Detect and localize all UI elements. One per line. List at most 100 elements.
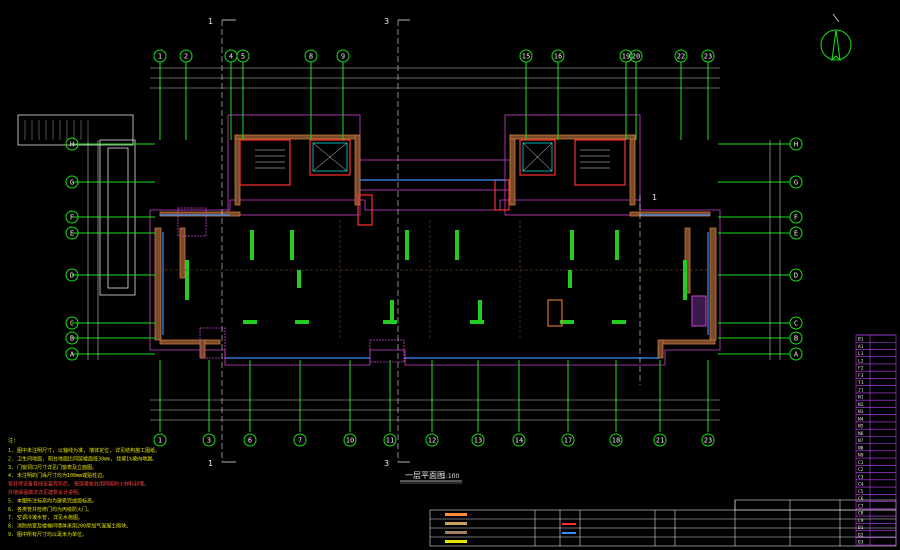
side-table-cell: N3	[858, 409, 864, 415]
note-line: 7. 空调冷凝水管, 详见水施图。	[8, 514, 83, 521]
axis-bubble-left-F-label: F	[70, 214, 74, 222]
axis-bubble-right-H: H	[789, 137, 803, 151]
dimension-strings	[87, 67, 781, 421]
section-mark-left-top: 1	[208, 17, 213, 26]
axis-bubble-right-B-label: B	[794, 335, 798, 343]
section-mark-right: 1	[652, 193, 657, 202]
axis-bubble-right-D: D	[789, 268, 803, 282]
side-schedule-table: B1A1L1L2F2F3T1J1N1N2N3N4N5N6N7N8N9C1C2C3…	[855, 334, 897, 546]
axis-grid-vertical	[159, 62, 709, 432]
side-table-cell: N5	[858, 424, 864, 430]
axis-bubble-top-5-label: 5	[241, 53, 245, 61]
note-line: 8. 消防前室及楼梯间墙体采用200厚加气混凝土砌块。	[8, 523, 131, 530]
side-table-cell: C7	[858, 503, 864, 509]
section-mark-left-bottom: 1	[208, 459, 213, 468]
axis-bubble-left-H: H	[65, 137, 79, 151]
axis-bubble-bottom-7-label: 7	[298, 437, 302, 445]
side-table-cell: N4	[858, 416, 864, 422]
axis-bubble-bottom-23-label: 23	[704, 437, 712, 445]
axis-bubble-top-16: 16	[551, 49, 565, 63]
axis-bubble-bottom-18-label: 18	[612, 437, 620, 445]
side-table-cell: J1	[858, 387, 864, 393]
axis-bubble-right-G: G	[789, 175, 803, 189]
side-table-cell: L1	[858, 351, 864, 357]
stair-cores	[239, 139, 626, 226]
note-line: 4. 未注明的门垛尺寸均为100mm或贴柱边。	[8, 472, 107, 479]
axis-bubble-right-C: C	[789, 316, 803, 330]
axis-bubble-bottom-10: 10	[343, 433, 357, 447]
side-table-cell: N1	[858, 395, 864, 401]
axis-bubble-top-15-label: 15	[522, 53, 530, 61]
axis-bubble-bottom-12-label: 12	[428, 437, 436, 445]
side-table-cell: C9	[858, 518, 864, 524]
axis-bubble-right-E: E	[789, 226, 803, 240]
axis-bubble-bottom-18: 18	[609, 433, 623, 447]
axis-bubble-left-H-label: H	[70, 141, 74, 149]
window-lines	[160, 179, 710, 359]
note-line: 1. 图中未注明尺寸, 以轴线为准, 墙体定位, 详见结构施工图纸。	[8, 447, 160, 454]
side-table-cell: C3	[858, 474, 864, 480]
drawing-title: 一层平面图 1:100	[400, 471, 462, 484]
axis-bubble-left-E: E	[65, 226, 79, 240]
side-table-cell: B1	[858, 337, 864, 343]
axis-bubble-top-22-label: 22	[677, 53, 685, 61]
axis-bubble-right-D-label: D	[794, 272, 798, 280]
axis-bubble-right-F: F	[789, 210, 803, 224]
axis-bubble-bottom-7: 7	[293, 433, 307, 447]
section-mark-mid-bottom: 3	[384, 459, 389, 468]
note-line: 外墙保温做法详见建筑设计说明。	[8, 489, 83, 496]
axis-bubble-right-A-label: A	[794, 351, 799, 359]
axis-bubble-right-C-label: C	[794, 320, 798, 328]
axis-bubble-left-D: D	[65, 268, 79, 282]
side-table-cell: F2	[858, 366, 864, 372]
structural-columns	[185, 230, 687, 324]
side-table-cell: D2	[858, 532, 864, 538]
axis-bubble-top-1-label: 1	[158, 53, 162, 61]
axis-bubble-top-8-label: 8	[309, 53, 313, 61]
axis-bubble-top-4: 4	[224, 49, 238, 63]
axis-bubble-bottom-17: 17	[561, 433, 575, 447]
walls	[154, 134, 717, 359]
axis-bubble-bottom-14: 14	[512, 433, 526, 447]
general-notes: 注: 1. 图中未注明尺寸, 以轴线为准, 墙体定位, 详见结构施工图纸。2. …	[8, 437, 160, 538]
axis-bubble-top-19: 19	[619, 49, 633, 63]
side-table-cell: C5	[858, 489, 864, 495]
axis-bubble-bottom-1: 1	[153, 433, 167, 447]
axis-bubble-top-4-label: 4	[229, 53, 233, 61]
axis-bubble-top-22: 22	[674, 49, 688, 63]
axis-bubble-bottom-21-label: 21	[656, 437, 664, 445]
side-table-cell: C4	[858, 482, 864, 488]
side-table-cell: A1	[858, 344, 864, 350]
axis-bubble-bottom-14-label: 14	[515, 437, 523, 445]
axis-bubble-left-G: G	[65, 175, 79, 189]
side-table-cell: D3	[858, 540, 864, 546]
axis-bubble-bottom-13-label: 13	[474, 437, 482, 445]
exterior-stair	[17, 114, 136, 296]
axis-bubble-left-B-label: B	[70, 335, 74, 343]
note-line: 3. 门窗洞口尺寸详见门窗表及立面图。	[8, 464, 97, 471]
drawing-title-text: 一层平面图	[405, 471, 445, 480]
axis-bubble-top-20: 20	[629, 49, 643, 63]
axis-bubble-left-A: A	[65, 347, 79, 361]
axis-bubble-bottom-6: 6	[243, 433, 257, 447]
axis-bubble-top-15: 15	[519, 49, 533, 63]
side-table-cell: C2	[858, 467, 864, 473]
side-table-cell: C8	[858, 511, 864, 517]
axis-bubble-left-C-label: C	[70, 320, 74, 328]
fixtures	[177, 207, 707, 363]
note-line: 管井待设备管线安装完毕后, 每层楼板处用同级防火材料封堵。	[8, 481, 149, 488]
axis-bubble-left-C: C	[65, 316, 79, 330]
axis-bubble-top-23-label: 23	[704, 53, 712, 61]
side-table-cell: N7	[858, 438, 864, 444]
side-table-cell: N9	[858, 453, 864, 459]
note-line: 6. 各类管井检修门均为丙级防火门。	[8, 506, 92, 513]
axis-bubble-bottom-10-label: 10	[346, 437, 354, 445]
axis-bubbles-right: H G FE D CBA	[789, 137, 803, 361]
north-arrow-icon	[820, 13, 852, 62]
axis-bubble-left-E-label: E	[70, 230, 74, 238]
axis-bubble-right-E-label: E	[794, 230, 798, 238]
side-table-cell: N6	[858, 431, 864, 437]
